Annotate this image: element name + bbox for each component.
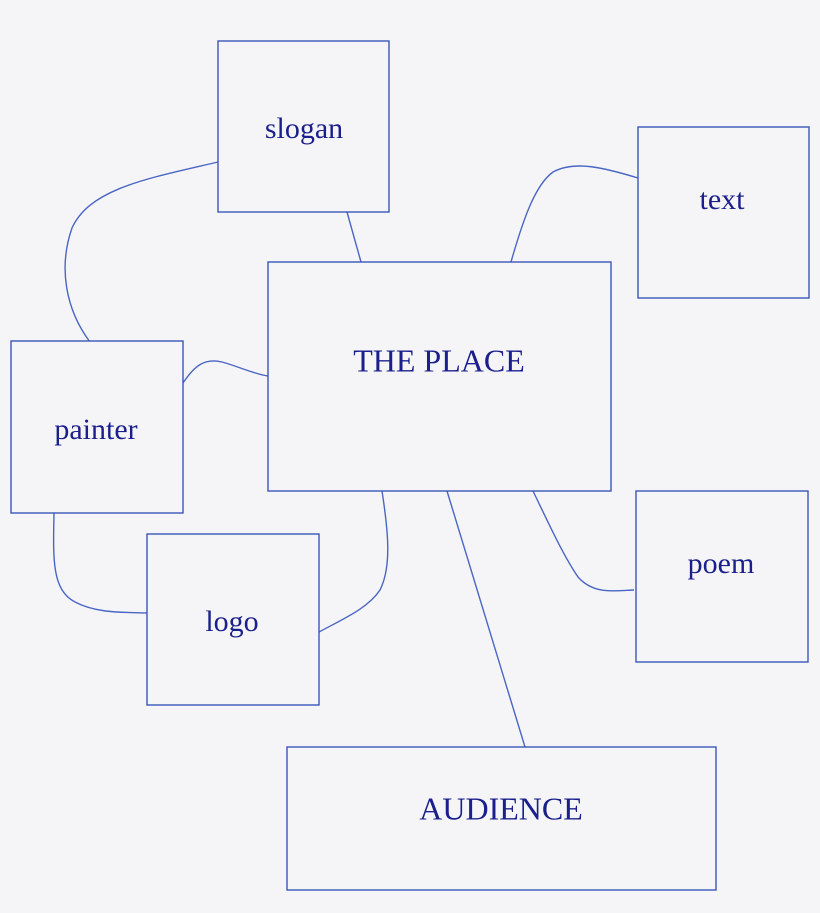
node-poem-label: poem bbox=[688, 547, 755, 580]
node-text-box bbox=[637, 126, 810, 299]
node-audience-box bbox=[286, 746, 717, 891]
node-the-place-box bbox=[267, 261, 612, 492]
connector-poem-the-place bbox=[532, 490, 635, 592]
node-painter-label: painter bbox=[54, 413, 137, 446]
connector-text-the-place bbox=[510, 165, 639, 263]
node-logo: logo bbox=[146, 533, 320, 706]
node-painter: painter bbox=[10, 340, 184, 514]
node-poem-box bbox=[635, 490, 809, 663]
node-logo-box bbox=[146, 533, 320, 706]
node-text-label: text bbox=[700, 183, 746, 216]
node-the-place: THE PLACE bbox=[267, 261, 612, 492]
connector-slogan-the-place bbox=[346, 211, 362, 263]
node-painter-box bbox=[10, 340, 184, 514]
node-audience: AUDIENCE bbox=[286, 746, 717, 891]
node-audience-label: AUDIENCE bbox=[419, 790, 583, 826]
node-slogan-box bbox=[217, 40, 390, 213]
node-logo-label: logo bbox=[205, 605, 258, 638]
connector-slogan-painter bbox=[64, 161, 219, 343]
connector-logo-the-place bbox=[318, 490, 389, 633]
node-poem: poem bbox=[635, 490, 809, 663]
connector-painter-logo bbox=[52, 512, 148, 614]
connectors bbox=[52, 161, 639, 748]
node-text: text bbox=[637, 126, 810, 299]
connector-audience-the-place bbox=[446, 490, 526, 748]
node-slogan: slogan bbox=[217, 40, 390, 213]
node-slogan-label: slogan bbox=[265, 112, 343, 145]
node-the-place-label: THE PLACE bbox=[353, 342, 525, 378]
connector-painter-the-place bbox=[182, 360, 269, 384]
